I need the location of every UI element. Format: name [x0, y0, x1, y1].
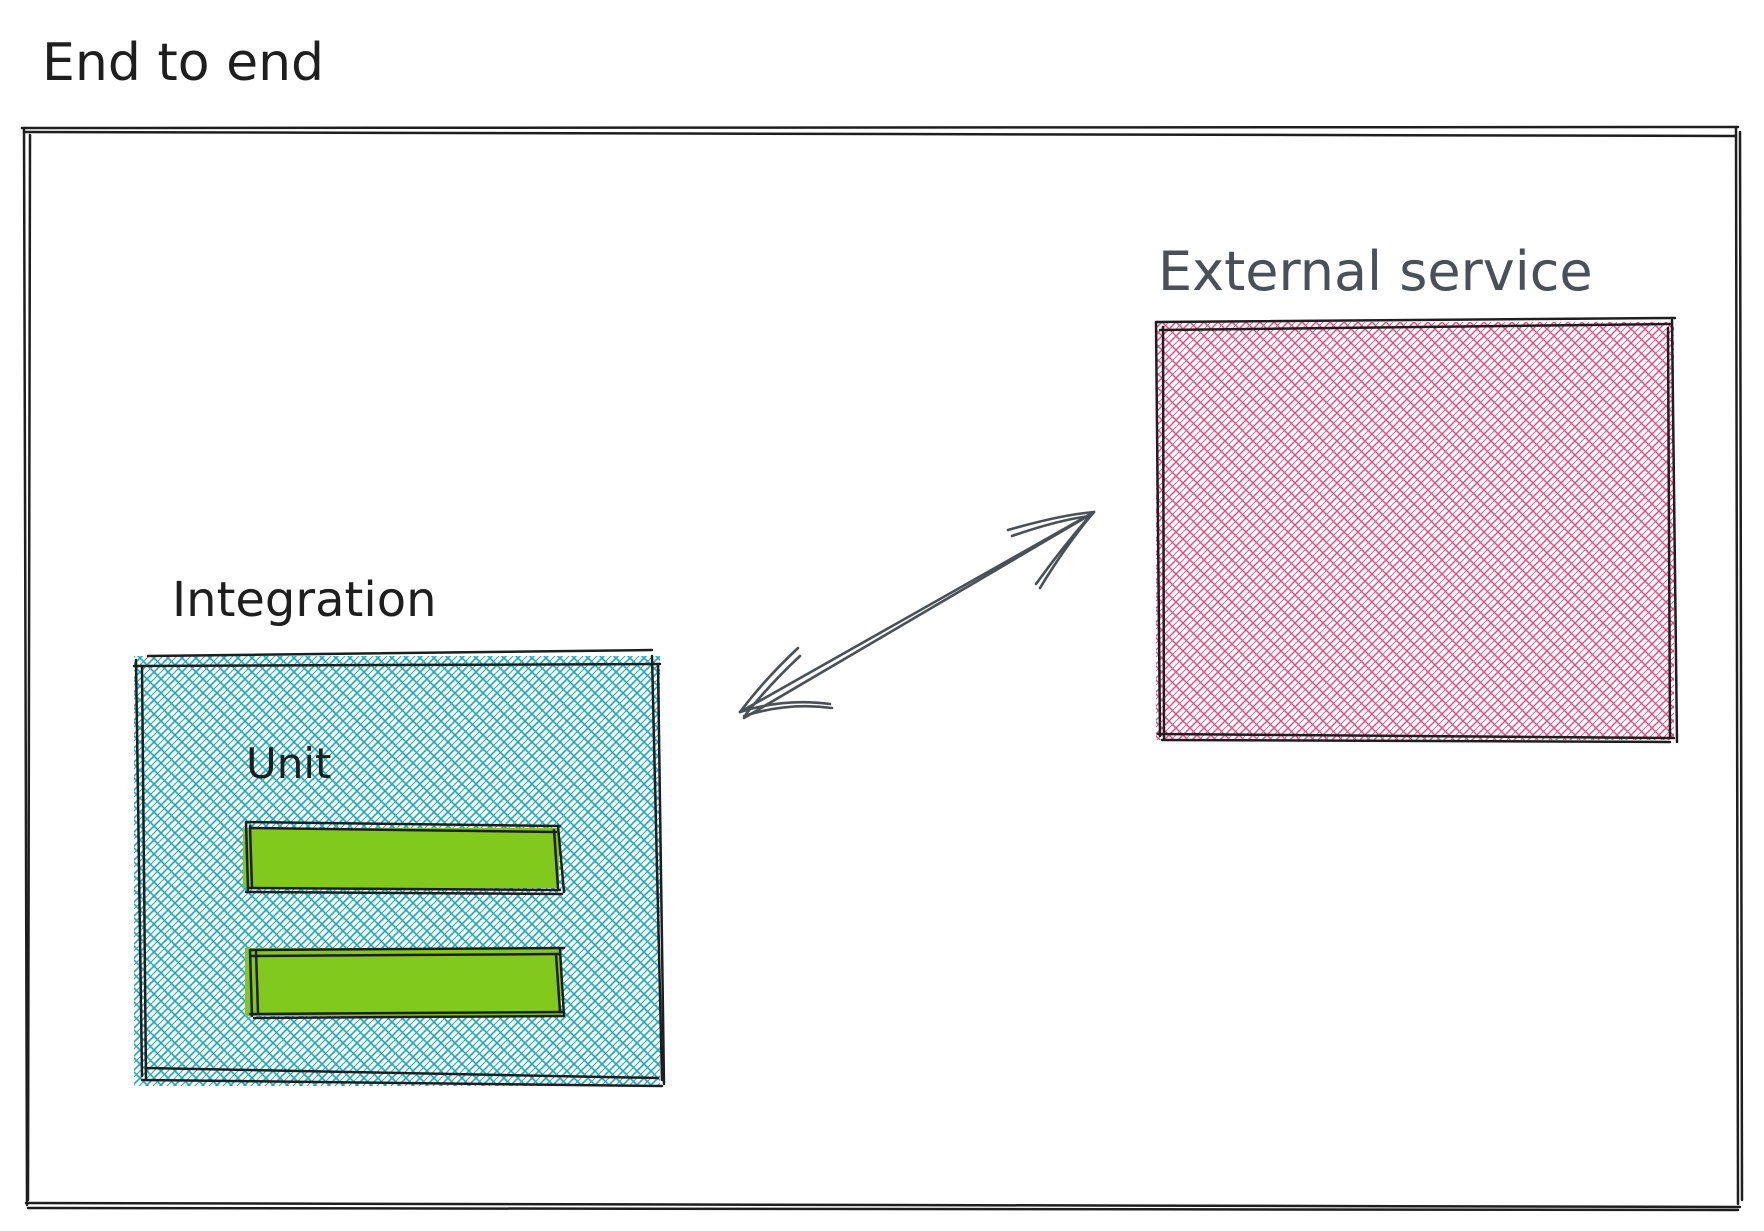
end-to-end-label: End to end: [42, 33, 324, 93]
unit-item-1: [243, 820, 566, 896]
integration-label: Integration: [172, 572, 437, 628]
unit-item-2: [245, 946, 566, 1020]
end-to-end-boundary: [20, 125, 1744, 1212]
external-service-label: External service: [1158, 240, 1593, 303]
external-service-box: [1154, 316, 1679, 744]
unit-label: Unit: [246, 739, 332, 788]
bidirectional-arrow: [738, 510, 1096, 720]
